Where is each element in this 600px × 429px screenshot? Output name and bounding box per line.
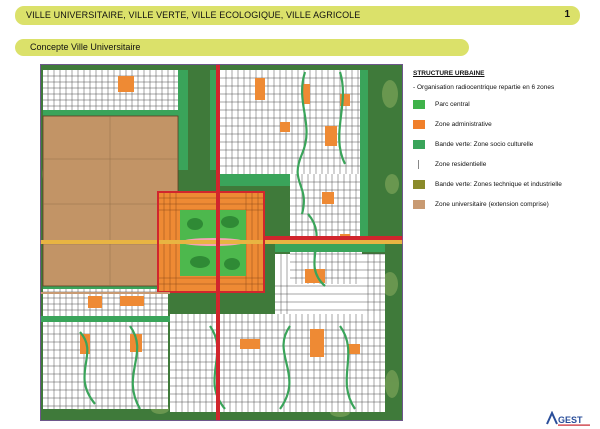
- legend-item-bande-verte-socio: Bande verte: Zone socio culturelle: [413, 139, 598, 150]
- header-bar: VILLE UNIVERSITAIRE, VILLE VERTE, VILLE …: [15, 6, 580, 25]
- university-zone: [42, 115, 179, 287]
- legend-swatch: [413, 180, 425, 189]
- admin-squares: [80, 76, 360, 357]
- legend-label: Zone administrative: [435, 121, 492, 128]
- page-number: 1: [564, 9, 570, 20]
- legend-label: Bande verte: Zones technique et industri…: [435, 181, 562, 188]
- legend-label: Zone universitaire (extension comprise): [435, 201, 549, 208]
- legend-swatch: [413, 120, 425, 129]
- legend-item-zone-administrative: Zone administrative: [413, 119, 598, 130]
- legend-label: Zone residentielle: [435, 161, 487, 168]
- legend-item-bande-verte-technique: Bande verte: Zones technique et industri…: [413, 179, 598, 190]
- legend-subtitle: - Organisation radiocentrique repartie e…: [413, 84, 555, 91]
- section-title: Concepte Ville Universitaire: [30, 42, 141, 52]
- legend-swatch: [413, 140, 425, 149]
- logo-text: GEST: [558, 415, 583, 425]
- legend-item-zone-universitaire: Zone universitaire (extension comprise): [413, 199, 598, 210]
- legend-swatch: [413, 100, 425, 109]
- roads: [40, 64, 403, 421]
- legend-item-parc-central: Parc central: [413, 99, 598, 110]
- legend-label: Parc central: [435, 101, 470, 108]
- section-bar: Concepte Ville Universitaire: [15, 39, 469, 56]
- legend-item-zone-residentielle: Zone residentielle: [413, 159, 598, 170]
- legend: STRUCTURE URBAINE - Organisation radioce…: [413, 70, 598, 219]
- legend-label: Bande verte: Zone socio culturelle: [435, 141, 534, 148]
- legend-line: [418, 160, 419, 169]
- legend-swatch: [413, 200, 425, 209]
- header-title: VILLE UNIVERSITAIRE, VILLE VERTE, VILLE …: [26, 10, 361, 20]
- green-bands: [40, 70, 385, 322]
- legend-title: STRUCTURE URBAINE: [413, 70, 485, 77]
- urban-plan-map: [40, 64, 403, 421]
- park-texture: [187, 216, 240, 270]
- agest-logo: GEST: [546, 411, 590, 426]
